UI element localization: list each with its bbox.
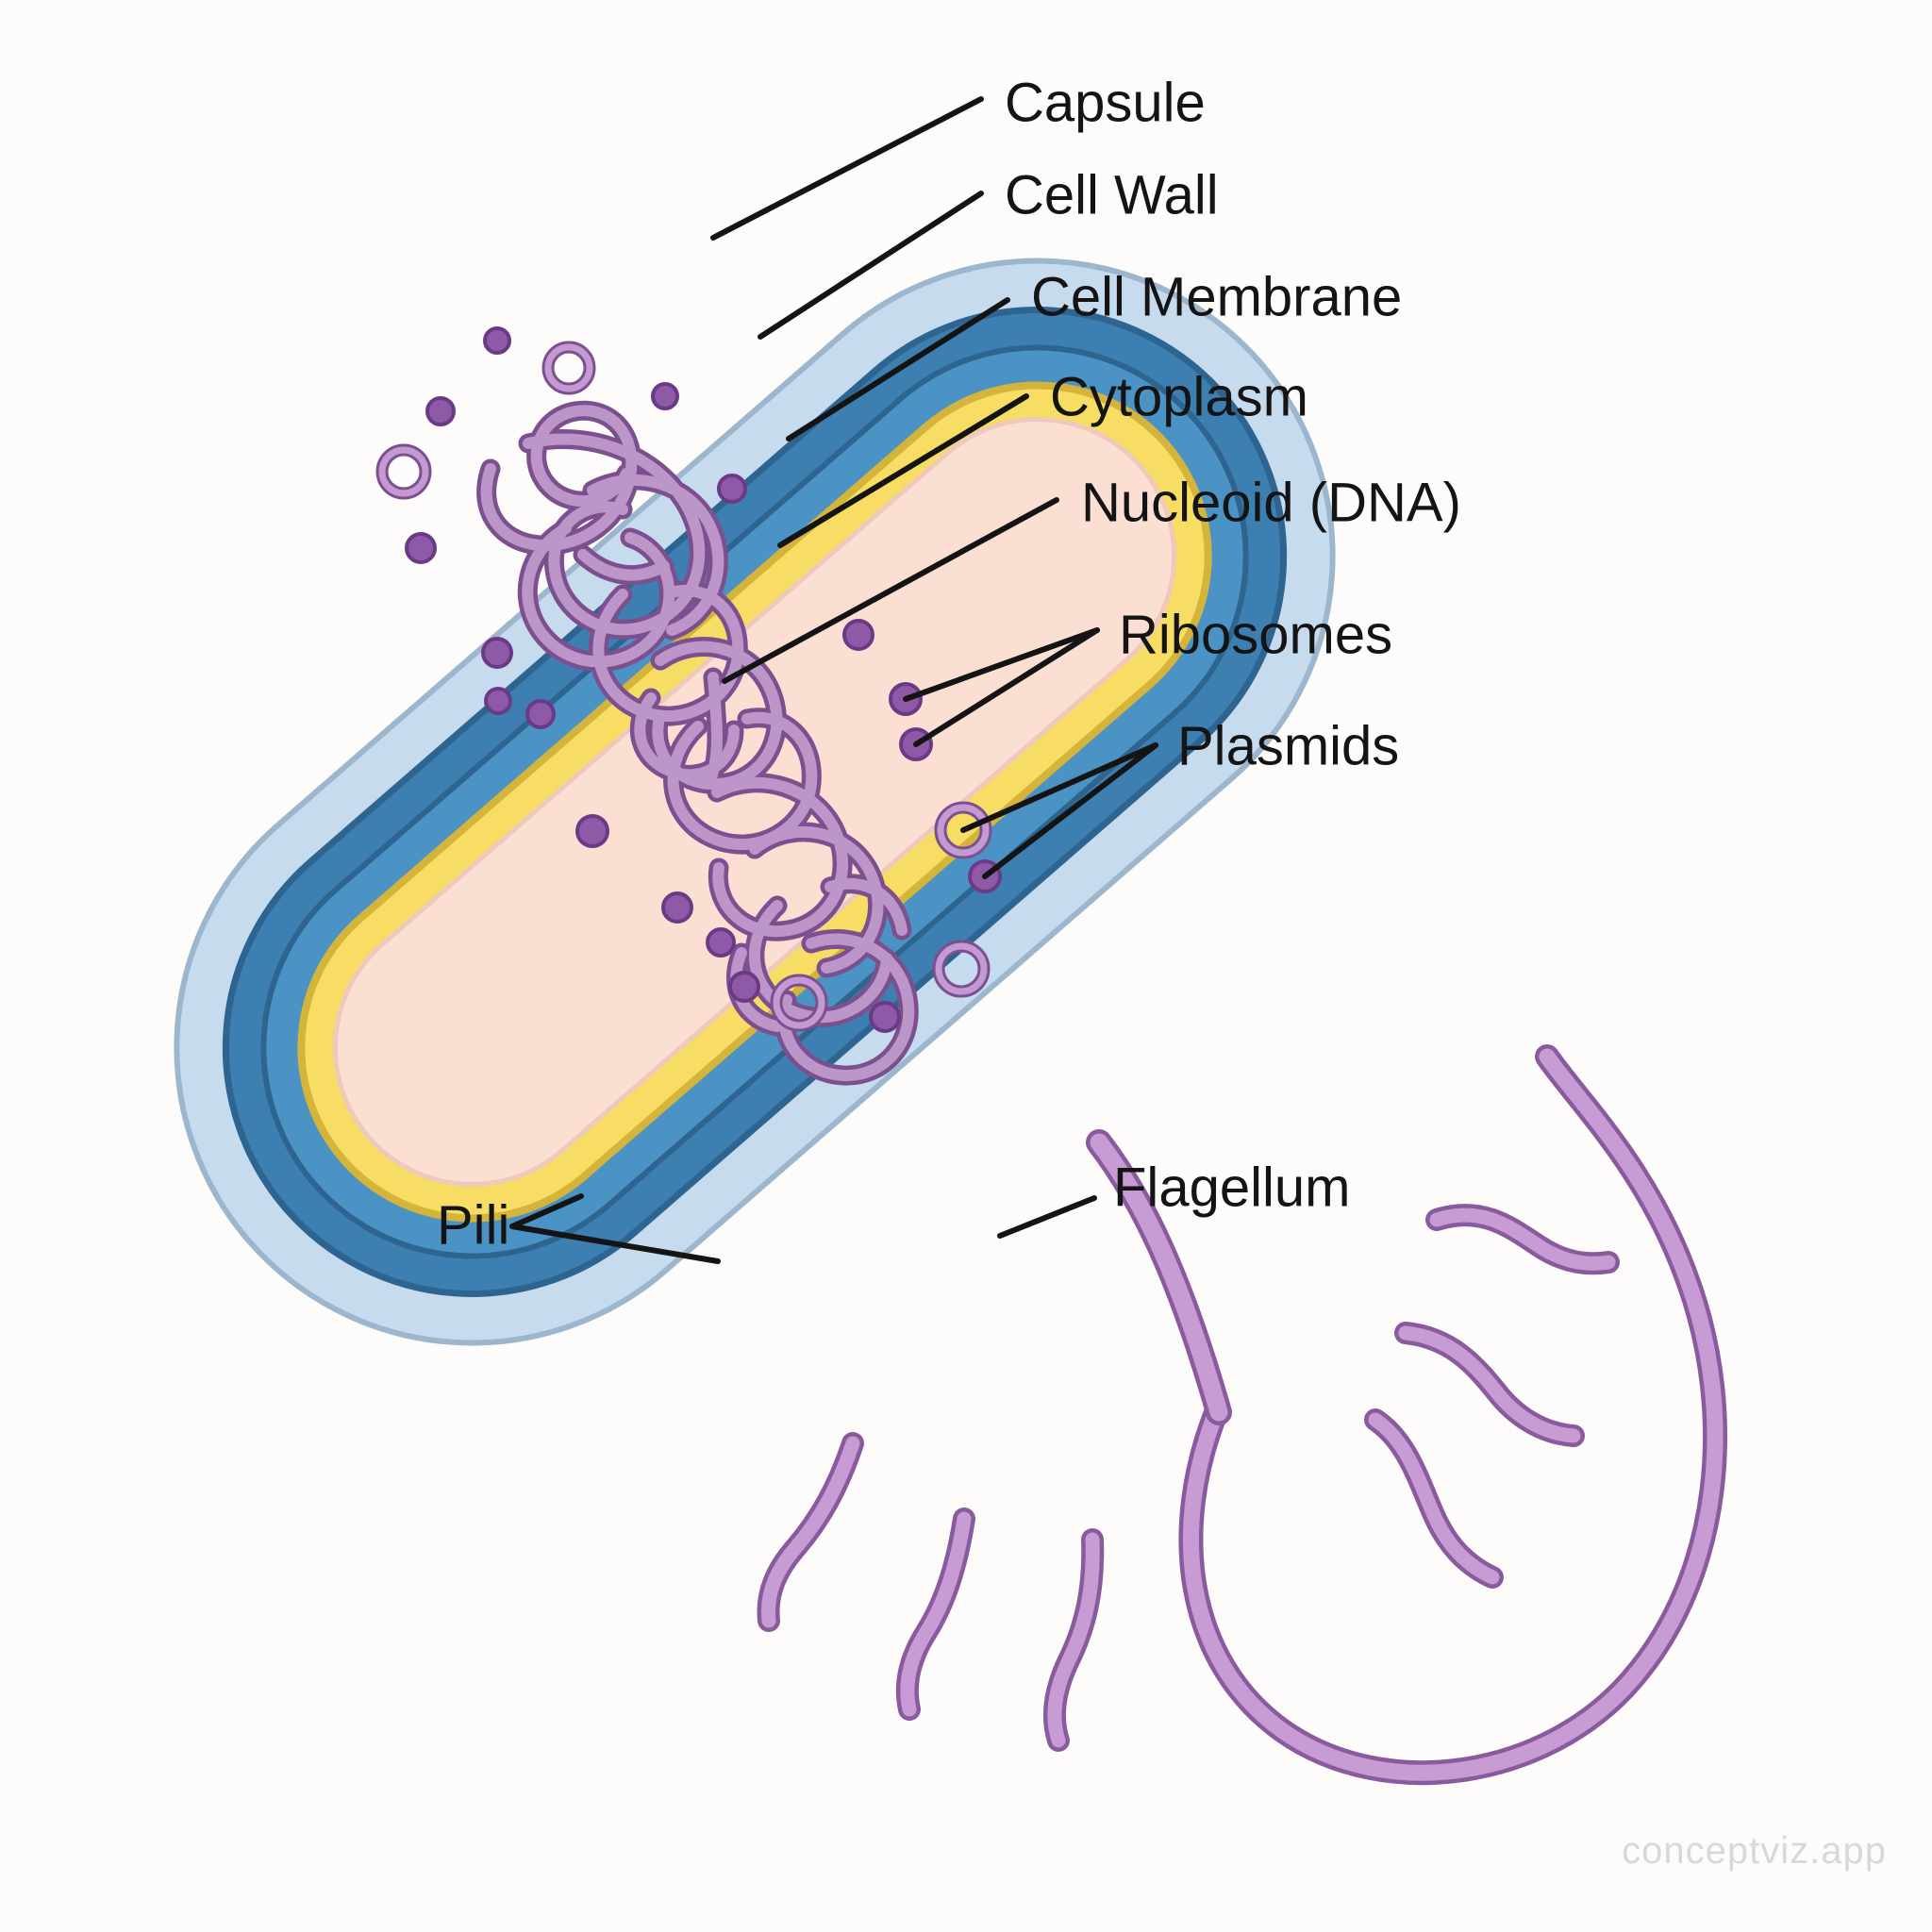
ribosome [483, 326, 511, 355]
ribosome [661, 891, 693, 924]
ribosome [575, 814, 609, 848]
plasmids-group [375, 341, 992, 1032]
ribosome [869, 1001, 901, 1033]
ribosome [525, 699, 556, 729]
label-pili: Pili [437, 1194, 509, 1256]
leader-line-plasmids-b [982, 742, 1158, 879]
plasmid-inner [773, 976, 825, 1029]
leader-line-cytoplasm [777, 393, 1029, 548]
flagellum-anchor [1086, 1129, 1232, 1425]
ribosome [405, 532, 437, 564]
pilus-right-2 [1394, 1322, 1585, 1447]
ribosome [425, 396, 456, 426]
pilus-right-3 [1364, 1408, 1504, 1589]
leader-line-pili-b [509, 1224, 721, 1264]
plasmid-inner [935, 942, 988, 995]
label-flagellum: Flagellum [1113, 1157, 1350, 1218]
pilus-right-1 [1425, 1204, 1620, 1275]
pilus-bottom-1 [757, 1432, 864, 1632]
pilus-bottom-2 [895, 1507, 975, 1721]
nucleoid-dna [476, 400, 919, 1086]
ribosome [706, 927, 736, 958]
leader-line-ribosomes-b [913, 627, 1100, 747]
leader-line-cell-membrane [786, 297, 1010, 441]
leader-line-plasmids-a [960, 742, 1158, 833]
leader-line-nucleoid [722, 497, 1059, 684]
ribosomes-group [405, 326, 1002, 1033]
watermark: conceptviz.app [1622, 1830, 1887, 1872]
leader-line-pili-a [509, 1193, 584, 1229]
ribosome [481, 637, 513, 669]
plasmid-inner [544, 343, 593, 392]
leader-line-flagellum [997, 1195, 1097, 1239]
ribosome [651, 382, 679, 410]
label-nucleoid: Nucleoid (DNA) [1081, 472, 1461, 533]
appendages-group [757, 1044, 1728, 1786]
label-plasmids: Plasmids [1177, 715, 1399, 776]
leader-line-cell-wall [758, 191, 984, 340]
leader-line-capsule [710, 96, 984, 241]
label-cell-membrane: Cell Membrane [1031, 266, 1402, 327]
layer-cytoplasm [332, 417, 1177, 1187]
label-cytoplasm: Cytoplasm [1050, 366, 1308, 427]
ribosome [484, 687, 512, 715]
ribosome [842, 619, 874, 651]
plasmid-inner [937, 804, 990, 857]
leader-lines-group [509, 96, 1158, 1264]
label-capsule: Capsule [1005, 72, 1206, 133]
plasmid-inner [378, 446, 429, 497]
ribosome [717, 474, 747, 504]
cell-body-group [174, 258, 1336, 1346]
label-ribosomes: Ribosomes [1119, 604, 1392, 665]
leader-line-ribosomes-a [903, 627, 1100, 702]
ribosome [728, 971, 760, 1003]
flagellum-shape [1178, 1044, 1728, 1786]
label-cell-wall: Cell Wall [1005, 164, 1219, 225]
pilus-bottom-3 [1042, 1528, 1105, 1752]
